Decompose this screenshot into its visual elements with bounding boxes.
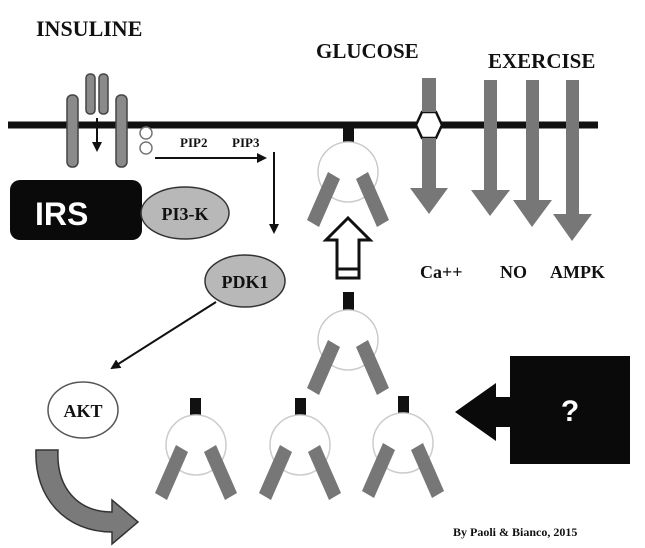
irs-box	[10, 180, 142, 240]
exercise-output-no: NO	[500, 262, 527, 282]
pip3-label: PIP3	[232, 135, 260, 150]
exercise-output-ca: Ca++	[420, 262, 463, 282]
akt-label: AKT	[63, 401, 102, 421]
pdk1-label: PDK1	[222, 272, 269, 292]
pdk1-node	[204, 254, 286, 308]
pi3k-label: PI3-K	[162, 204, 209, 224]
pdk1-to-akt-arrow	[110, 301, 217, 370]
exercise-arrows	[471, 80, 592, 241]
glut4-vesicle-middle	[307, 292, 389, 395]
akt-curved-arrow	[35, 449, 140, 546]
akt-node	[47, 381, 119, 439]
glucose-label: GLUCOSE	[316, 39, 419, 63]
pi3k-node	[140, 186, 230, 240]
credit-label: By Paoli & Bianco, 2015	[453, 525, 577, 539]
insulin-receptor	[66, 73, 153, 168]
translocation-arrow	[322, 215, 374, 280]
glut4-membrane-transporter	[307, 127, 389, 227]
glut4-vesicle-center	[259, 398, 341, 500]
question-mark: ?	[561, 395, 579, 428]
insuline-label: INSULINE	[36, 16, 142, 41]
glut4-vesicle-left	[155, 398, 237, 500]
glucose-channel	[410, 78, 448, 214]
pip2-label: PIP2	[180, 135, 207, 150]
exercise-label: EXERCISE	[488, 49, 595, 73]
exercise-output-ampk: AMPK	[550, 262, 605, 282]
irs-label: IRS	[35, 196, 88, 232]
glut4-vesicle-right	[362, 396, 444, 498]
unknown-signal-pointer	[455, 356, 630, 464]
